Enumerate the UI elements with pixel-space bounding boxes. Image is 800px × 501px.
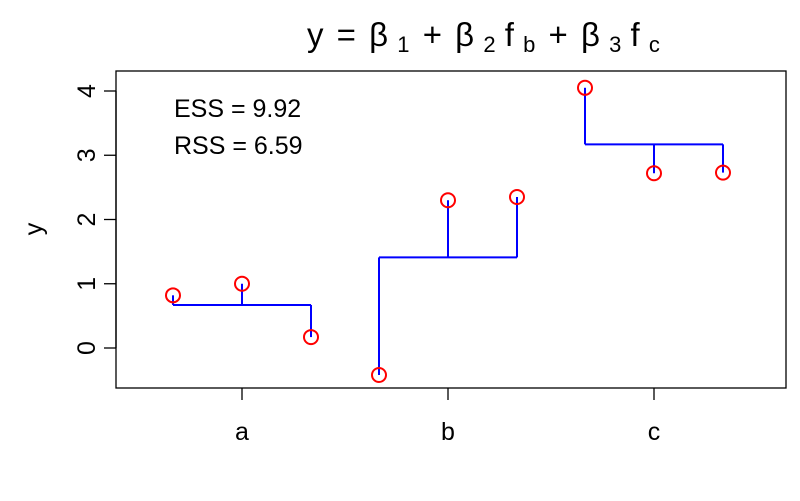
data-point-b-5 bbox=[509, 189, 525, 206]
chart-title: y = β 1 + β 2 f b + β 3 f c bbox=[307, 16, 660, 59]
y-tick-label-0: 0 bbox=[73, 341, 101, 355]
data-point-b-4 bbox=[440, 192, 456, 209]
data-point-a-1 bbox=[234, 275, 250, 292]
data-point-c-6 bbox=[577, 79, 593, 96]
axes-layer: 0 1 2 3 4 a b c bbox=[73, 84, 660, 446]
ess-annotation: ESS = 9.92 bbox=[174, 95, 301, 123]
data-point-b-3 bbox=[371, 366, 387, 383]
data-point-a-0 bbox=[165, 287, 181, 304]
y-tick-label-1: 1 bbox=[73, 277, 101, 291]
x-tick-label-c: c bbox=[648, 418, 661, 446]
fit-layer bbox=[172, 87, 724, 375]
rss-annotation: RSS = 6.59 bbox=[174, 132, 303, 160]
data-point-c-8 bbox=[715, 164, 731, 181]
data-point-c-7 bbox=[646, 165, 662, 182]
x-tick-label-a: a bbox=[235, 418, 249, 446]
y-tick-label-2: 2 bbox=[73, 213, 101, 227]
y-tick-label-4: 4 bbox=[73, 84, 101, 98]
y-tick-label-3: 3 bbox=[73, 148, 101, 162]
y-axis-label: y bbox=[20, 222, 48, 235]
points-layer bbox=[165, 79, 731, 383]
x-tick-label-b: b bbox=[441, 418, 455, 446]
data-point-a-2 bbox=[303, 329, 319, 346]
